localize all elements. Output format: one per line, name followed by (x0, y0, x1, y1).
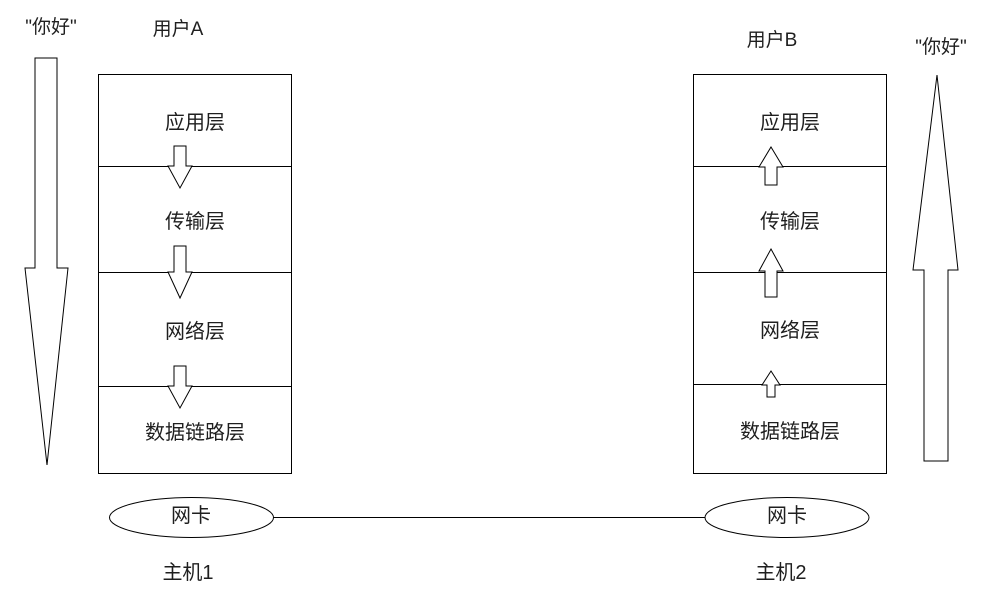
layer-label: 网络层 (165, 321, 225, 343)
right-message-label: "你好" (915, 37, 967, 58)
layer-row-transport: 传输层 (99, 166, 291, 272)
user-b-label: 用户B (746, 30, 798, 51)
layer-label: 传输层 (760, 211, 820, 233)
nic-label-right: 网卡 (767, 505, 807, 527)
layer-label: 数据链路层 (145, 421, 245, 444)
big-up-arrow-icon (912, 74, 959, 462)
layer-row-application: 应用层 (694, 75, 886, 166)
down-arrow-icon (167, 245, 193, 300)
layer-label: 数据链路层 (740, 420, 840, 443)
layer-row-datalink: 数据链路层 (694, 384, 886, 473)
layer-row-datalink: 数据链路层 (99, 386, 291, 473)
up-arrow-icon (758, 146, 784, 186)
layer-row-network: 网络层 (99, 272, 291, 386)
up-arrow-icon (758, 247, 784, 298)
down-arrow-icon (167, 365, 193, 410)
layer-label: 应用层 (760, 112, 820, 134)
host2-label: 主机2 (755, 562, 807, 584)
up-arrow-icon (761, 370, 781, 398)
nic-label-left: 网卡 (171, 505, 211, 527)
layer-label: 传输层 (165, 211, 225, 233)
nic-ellipse-icon (704, 497, 870, 538)
layer-label: 应用层 (165, 112, 225, 134)
left-message-label: "你好" (25, 17, 77, 38)
layer-label: 网络层 (760, 320, 820, 342)
layer-row-application: 应用层 (99, 75, 291, 166)
network-link-line (273, 517, 705, 518)
left-protocol-stack: 应用层 传输层 网络层 数据链路层 (98, 74, 292, 474)
layer-row-network: 网络层 (694, 272, 886, 384)
host1-label: 主机1 (162, 562, 214, 584)
down-arrow-icon (167, 145, 193, 190)
user-a-label: 用户A (152, 19, 204, 40)
big-down-arrow-icon (24, 57, 69, 466)
right-protocol-stack: 应用层 传输层 网络层 数据链路层 (693, 74, 887, 474)
layer-row-transport: 传输层 (694, 166, 886, 272)
